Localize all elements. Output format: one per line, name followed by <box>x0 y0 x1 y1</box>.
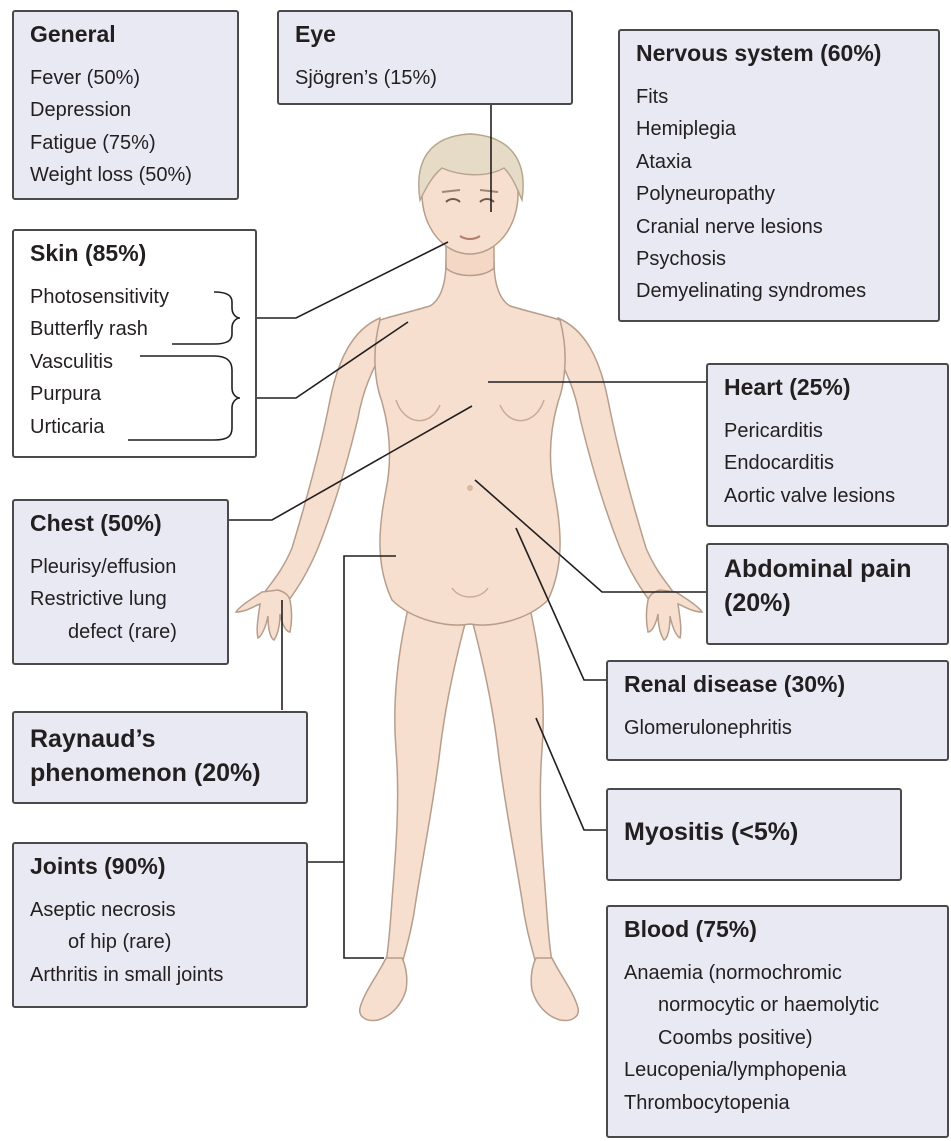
list-item: Arthritis in small joints <box>30 959 292 991</box>
list-item: Leucopenia/lymphopenia <box>624 1054 933 1086</box>
heart-title: Heart (25%) <box>724 373 933 401</box>
list-item: Glomerulonephritis <box>624 712 933 744</box>
list-item: Hemiplegia <box>636 113 924 145</box>
list-item: Depression <box>30 94 223 126</box>
chest-list: Pleurisy/effusion Restrictive lung defec… <box>30 551 213 648</box>
list-item: Fits <box>636 81 924 113</box>
heart-box: Heart (25%) Pericarditis Endocarditis Ao… <box>706 363 949 527</box>
right-hand <box>647 590 703 640</box>
list-item: Endocarditis <box>724 447 933 479</box>
list-item: Thrombocytopenia <box>624 1087 933 1119</box>
list-item: Photosensitivity <box>30 281 241 313</box>
renal-disease-list: Glomerulonephritis <box>624 712 933 744</box>
myositis-box: Myositis (<5%) <box>606 788 902 881</box>
list-item: Anaemia (normochromic <box>624 957 933 989</box>
eye-box: Eye Sjögren’s (15%) <box>277 10 573 105</box>
chest-box: Chest (50%) Pleurisy/effusion Restrictiv… <box>12 499 229 665</box>
abdominal-pain-title: Abdominal pain (20%) <box>724 553 933 621</box>
list-item: Vasculitis <box>30 346 241 378</box>
list-item: of hip (rare) <box>30 926 292 958</box>
right-arm <box>558 318 676 604</box>
nervous-system-box: Nervous system (60%) Fits Hemiplegia Ata… <box>618 29 940 322</box>
joints-box: Joints (90%) Aseptic necrosis of hip (ra… <box>12 842 308 1008</box>
joints-list: Aseptic necrosis of hip (rare) Arthritis… <box>30 894 292 991</box>
blood-title: Blood (75%) <box>624 915 933 943</box>
myositis-title: Myositis (<5%) <box>624 816 886 850</box>
skin-title: Skin (85%) <box>30 239 241 267</box>
list-item: Pericarditis <box>724 415 933 447</box>
myositis-leader <box>536 718 608 830</box>
skin-leader-face <box>256 242 448 318</box>
navel <box>467 485 473 491</box>
skin-list: Photosensitivity Butterfly rash Vasculit… <box>30 281 241 443</box>
list-item: Fatigue (75%) <box>30 127 223 159</box>
eye-title: Eye <box>295 20 557 48</box>
right-leg <box>472 600 552 964</box>
list-item: Purpura <box>30 378 241 410</box>
list-item: Restrictive lung <box>30 583 213 615</box>
joints-leader <box>306 556 396 958</box>
nervous-system-title: Nervous system (60%) <box>636 39 924 67</box>
raynaud-box: Raynaud’s phenomenon (20%) <box>12 711 308 804</box>
torso <box>375 262 565 625</box>
list-item: Fever (50%) <box>30 62 223 94</box>
list-item: Demyelinating syndromes <box>636 275 924 307</box>
left-leg <box>386 600 466 964</box>
list-item: Aortic valve lesions <box>724 480 933 512</box>
list-item: Weight loss (50%) <box>30 159 223 191</box>
chest-title: Chest (50%) <box>30 509 213 537</box>
renal-disease-title: Renal disease (30%) <box>624 670 933 698</box>
left-foot <box>360 958 407 1021</box>
left-hand <box>236 590 292 640</box>
skin-box: Skin (85%) Photosensitivity Butterfly ra… <box>12 229 257 458</box>
nervous-system-list: Fits Hemiplegia Ataxia Polyneuropathy Cr… <box>636 81 924 308</box>
general-box: General Fever (50%) Depression Fatigue (… <box>12 10 239 200</box>
list-item: Coombs positive) <box>624 1022 933 1054</box>
general-title: General <box>30 20 223 48</box>
abdominal-pain-box: Abdominal pain (20%) <box>706 543 949 645</box>
list-item: Aseptic necrosis <box>30 894 292 926</box>
list-item: Pleurisy/effusion <box>30 551 213 583</box>
list-item: Cranial nerve lesions <box>636 211 924 243</box>
list-item: Psychosis <box>636 243 924 275</box>
list-item: Butterfly rash <box>30 313 241 345</box>
heart-list: Pericarditis Endocarditis Aortic valve l… <box>724 415 933 512</box>
joints-title: Joints (90%) <box>30 852 292 880</box>
list-item: Urticaria <box>30 411 241 443</box>
blood-list: Anaemia (normochromic normocytic or haem… <box>624 957 933 1119</box>
left-arm <box>262 318 380 604</box>
eye-list: Sjögren’s (15%) <box>295 62 557 94</box>
right-foot <box>531 958 578 1021</box>
list-item: normocytic or haemolytic <box>624 989 933 1021</box>
list-item: defect (rare) <box>30 616 213 648</box>
list-item: Ataxia <box>636 146 924 178</box>
blood-box: Blood (75%) Anaemia (normochromic normoc… <box>606 905 949 1138</box>
renal-disease-box: Renal disease (30%) Glomerulonephritis <box>606 660 949 761</box>
general-list: Fever (50%) Depression Fatigue (75%) Wei… <box>30 62 223 192</box>
list-item: Polyneuropathy <box>636 178 924 210</box>
raynaud-title: Raynaud’s phenomenon (20%) <box>30 723 292 791</box>
list-item: Sjögren’s (15%) <box>295 62 557 94</box>
